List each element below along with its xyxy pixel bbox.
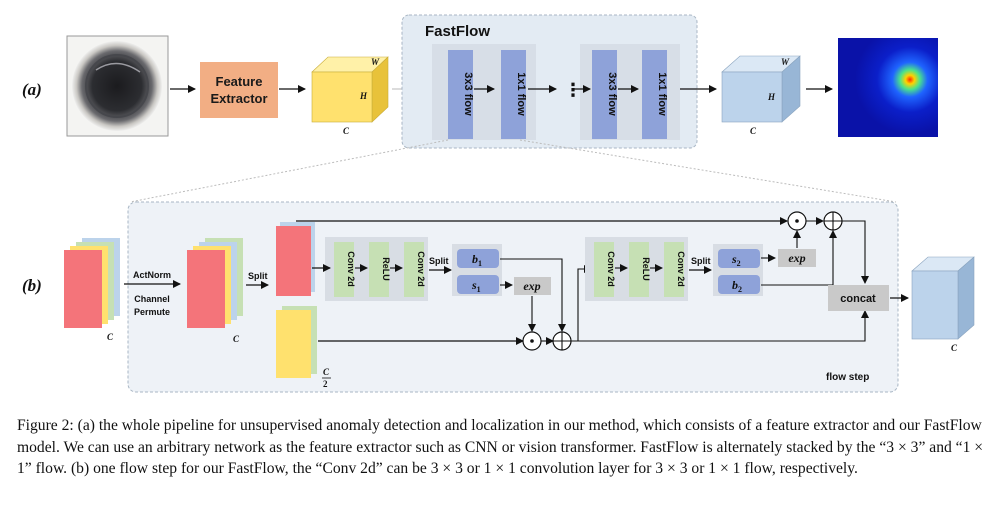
b1-subscript: 1 — [478, 259, 482, 268]
flow-ellipsis: ⋮ — [564, 80, 582, 100]
s2-label: s — [731, 252, 737, 266]
split-label-1: Split — [248, 271, 268, 281]
b1-label: b — [472, 252, 478, 266]
relu-label-2: ReLU — [641, 257, 651, 281]
flow-step-output-cube — [911, 256, 975, 340]
conv2d-label-1: Conv 2d — [346, 251, 356, 287]
exp-label-1: exp — [523, 279, 540, 293]
relu-block-1: ReLU — [369, 242, 391, 297]
input-image-bottle — [66, 35, 169, 137]
exp-label-2: exp — [788, 251, 805, 265]
flow-1x1-label-2: 1x1 flow — [656, 72, 668, 116]
b2-box: b2 — [718, 275, 760, 294]
channel-permute-line2: Permute — [134, 307, 170, 317]
concat-label: concat — [840, 293, 876, 305]
panel-a-label: (a) — [22, 80, 42, 99]
permuted-stack — [187, 238, 243, 328]
flow-1x1-block-2: 1x1 flow — [642, 50, 668, 139]
zoom-line-right — [519, 139, 897, 203]
conv2d-block-3: Conv 2d — [594, 242, 616, 297]
flow-3x3-block-1: 3x3 flow — [448, 50, 474, 139]
flow-3x3-label-2: 3x3 flow — [606, 72, 618, 116]
feature-map-cube: W H C — [311, 56, 389, 136]
lower-half-stack — [276, 306, 317, 378]
permuted-stack-c: C — [233, 334, 240, 344]
flow-step-output-c: C — [951, 343, 958, 353]
relu-block-2: ReLU — [629, 242, 651, 297]
s1-box: s1 — [457, 275, 499, 294]
cube-out-h: H — [767, 92, 776, 102]
conv2d-label-2: Conv 2d — [416, 251, 426, 287]
cube-in-c: C — [343, 126, 350, 136]
feature-extractor-box: Feature Extractor — [200, 62, 278, 118]
svg-text:b2: b2 — [732, 278, 742, 294]
split-label-2: Split — [429, 256, 449, 266]
s1-subscript: 1 — [477, 285, 481, 294]
flow-1x1-block-1: 1x1 flow — [501, 50, 527, 139]
exp-box-2: exp — [778, 249, 816, 267]
conv2d-block-1: Conv 2d — [334, 242, 356, 297]
b2-subscript: 2 — [738, 285, 742, 294]
channel-permute-line1: Channel — [134, 294, 170, 304]
half-c-numerator: C — [323, 367, 330, 377]
cube-in-h: H — [359, 91, 368, 101]
cube-in-w: W — [371, 57, 380, 67]
svg-text:b1: b1 — [472, 252, 482, 268]
actnorm-label: ActNorm — [133, 270, 171, 280]
panel-b-label: (b) — [22, 276, 42, 295]
concat-box: concat — [828, 285, 889, 311]
split-label-3: Split — [691, 256, 711, 266]
oplus-node-2 — [823, 211, 843, 231]
fastflow-title: FastFlow — [425, 23, 490, 40]
conv2d-block-4: Conv 2d — [664, 242, 686, 297]
cube-out-w: W — [781, 57, 790, 67]
line-oplus2-to-concat — [842, 220, 869, 284]
flow-step-label: flow step — [826, 372, 869, 383]
line-b1-to-oplus1 — [500, 258, 566, 332]
input-stack — [64, 238, 120, 328]
svg-text:s1: s1 — [471, 278, 481, 294]
input-stack-c: C — [107, 332, 114, 342]
feature-extractor-label-line2: Extractor — [210, 91, 267, 106]
conv2d-block-2: Conv 2d — [404, 242, 426, 297]
odot-node-2 — [787, 211, 807, 231]
relu-label-1: ReLU — [381, 257, 391, 281]
exp-box-1: exp — [514, 277, 551, 295]
s2-box: s2 — [718, 249, 760, 268]
anomaly-heatmap — [838, 38, 938, 137]
upper-half-stack — [276, 222, 315, 296]
half-c-denominator: 2 — [323, 379, 328, 389]
b2-label: b — [732, 278, 738, 292]
line-oplus1-to-concat — [571, 310, 869, 342]
oplus-node-1 — [552, 331, 572, 351]
feature-extractor-label-line1: Feature — [216, 74, 263, 89]
s2-subscript: 2 — [737, 259, 741, 268]
flow-1x1-label-1: 1x1 flow — [515, 72, 527, 116]
conv2d-label-4: Conv 2d — [676, 251, 686, 287]
odot-node-1 — [522, 331, 542, 351]
flow-step-container — [127, 201, 899, 393]
svg-text:s2: s2 — [731, 252, 741, 268]
conv2d-label-3: Conv 2d — [606, 251, 616, 287]
cube-out-c: C — [750, 126, 757, 136]
zoom-line-left — [129, 139, 449, 203]
b1-box: b1 — [457, 249, 499, 268]
flow-3x3-label-1: 3x3 flow — [462, 72, 474, 116]
s1-label: s — [471, 278, 477, 292]
output-cube: W H C — [721, 55, 801, 136]
flow-3x3-block-2: 3x3 flow — [592, 50, 618, 139]
figure-caption: Figure 2: (a) the whole pipeline for uns… — [17, 417, 984, 478]
